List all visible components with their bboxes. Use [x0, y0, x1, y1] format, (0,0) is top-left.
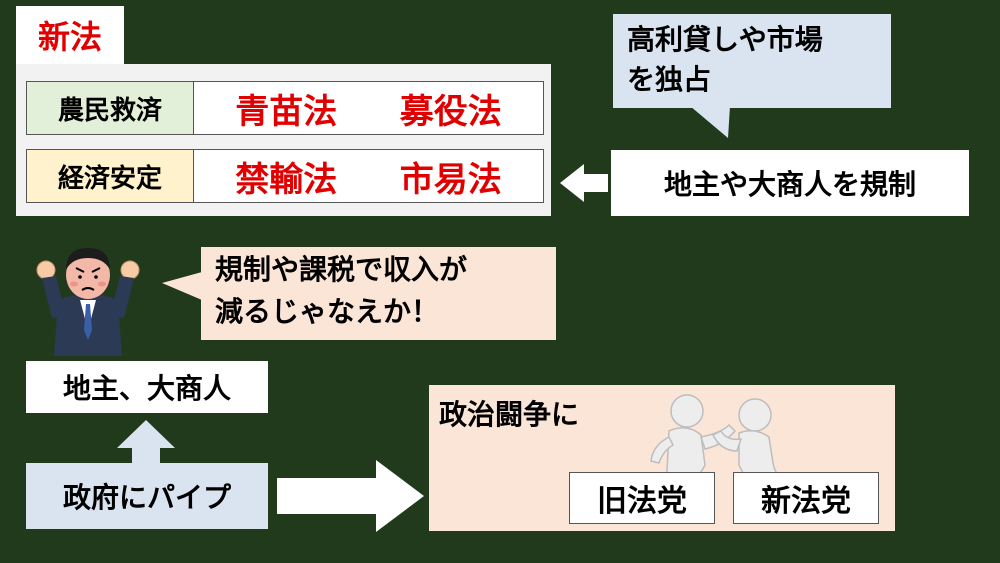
- angry-landlord-icon: [36, 248, 140, 356]
- law-name: 禁輸法: [235, 159, 338, 200]
- monopoly-callout: 高利貸しや市場 を独占: [613, 14, 891, 108]
- government-pipe-box: 政府にパイプ: [26, 463, 268, 529]
- law-name: 市易法: [399, 159, 502, 200]
- policy-category-label: 経済安定: [27, 150, 194, 202]
- policy-laws: 青苗法 募役法: [194, 82, 543, 134]
- monopoly-callout-line: 高利貸しや市場: [627, 23, 823, 56]
- old-laws-party-box: 旧法党: [569, 472, 715, 524]
- policy-laws: 禁輸法 市易法: [194, 150, 543, 202]
- political-struggle-panel: 政治闘争に 旧法党 新法党: [429, 385, 895, 531]
- law-name: 青苗法: [235, 91, 338, 132]
- regulation-box: 地主や大商人を規制: [611, 150, 969, 216]
- landlords-merchants-box: 地主、大商人: [26, 361, 268, 413]
- policy-category-label: 農民救済: [27, 82, 194, 134]
- political-struggle-label: 政治闘争に: [439, 398, 580, 431]
- complaint-callout-tail: [162, 272, 202, 300]
- arrow-right-icon: [277, 460, 424, 532]
- monopoly-callout-line: を独占: [627, 63, 712, 96]
- arrow-up-icon: [117, 420, 175, 463]
- complaint-line: 規制や課税で収入が: [215, 253, 468, 286]
- complaint-callout: 規制や課税で収入が 減るじゃなえか！: [201, 247, 556, 340]
- new-laws-party-box: 新法党: [733, 472, 879, 524]
- policy-row-economic-stability: 経済安定 禁輸法 市易法: [26, 149, 544, 203]
- monopoly-callout-tail: [690, 106, 730, 138]
- law-name: 募役法: [399, 91, 502, 132]
- new-laws-title: 新法: [16, 6, 124, 64]
- arrow-left-icon: [560, 164, 608, 202]
- complaint-line: 減るじゃなえか！: [215, 295, 440, 328]
- policy-row-farmer-relief: 農民救済 青苗法 募役法: [26, 81, 544, 135]
- policy-panel: 農民救済 青苗法 募役法 経済安定 禁輸法 市易法: [16, 64, 551, 216]
